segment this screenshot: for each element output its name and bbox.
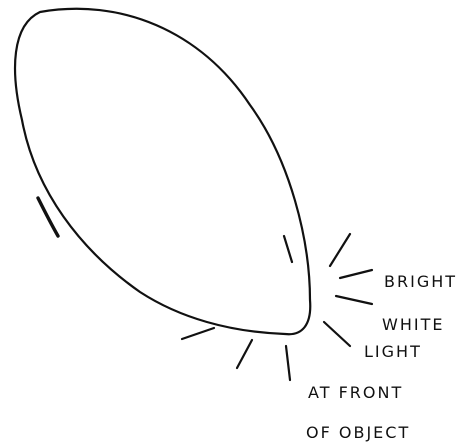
light-ray: [336, 296, 372, 304]
light-ray: [237, 340, 252, 368]
annotation-line-5: OF OBJECT: [306, 423, 410, 442]
light-rays: [182, 234, 372, 380]
annotation-line-4: AT FRONT: [308, 383, 403, 402]
object-outline: [15, 9, 310, 334]
light-ray: [324, 322, 350, 346]
light-ray: [286, 346, 290, 380]
annotation-line-2: WHITE: [382, 315, 444, 334]
light-ray: [284, 236, 292, 262]
light-ray: [330, 234, 350, 266]
annotation-line-3: LIGHT: [364, 342, 422, 361]
annotation-line-1: BRIGHT: [384, 272, 457, 291]
light-ray: [340, 270, 372, 278]
light-ray: [182, 328, 214, 339]
